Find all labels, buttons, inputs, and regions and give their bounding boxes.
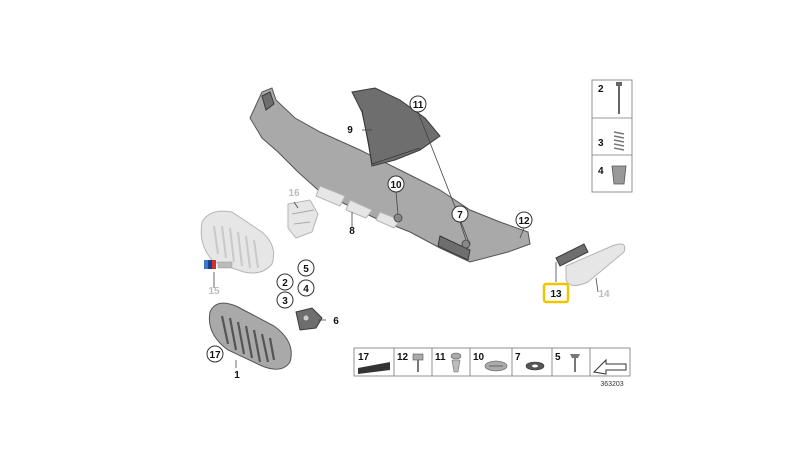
washer-icon <box>525 361 545 371</box>
svg-text:7: 7 <box>457 210 463 221</box>
callout-13-highlight: 13 <box>542 282 570 304</box>
svg-text:12: 12 <box>518 216 530 227</box>
callout-12: 12 <box>515 211 533 229</box>
callout-5: 5 <box>297 259 315 277</box>
svg-text:2: 2 <box>598 84 604 95</box>
seal-strip <box>555 243 589 267</box>
callout-7: 7 <box>451 205 469 223</box>
callout-3: 3 <box>276 291 294 309</box>
callout-8: 8 <box>349 226 355 237</box>
svg-text:3: 3 <box>282 296 288 307</box>
svg-text:12: 12 <box>397 352 409 363</box>
strip-icon <box>358 362 390 374</box>
expanding-rivet-icon <box>450 352 462 373</box>
callout-17: 17 <box>206 345 224 363</box>
leader-lines <box>213 111 599 368</box>
side-legend: 2 3 4 <box>591 79 633 193</box>
callout-15: 15 <box>208 286 220 297</box>
svg-text:10: 10 <box>473 352 485 363</box>
m-badge <box>204 260 233 269</box>
clip-icon <box>412 353 424 372</box>
cowl-cover <box>351 87 441 167</box>
svg-text:10: 10 <box>390 180 402 191</box>
svg-text:3: 3 <box>598 138 604 149</box>
bolt-icon <box>616 82 622 114</box>
svg-text:11: 11 <box>435 352 446 363</box>
kidney-grille <box>208 302 292 370</box>
side-cover-14 <box>565 243 626 286</box>
bottom-legend: 17 12 11 10 7 5 <box>353 347 631 377</box>
svg-text:11: 11 <box>413 100 424 111</box>
svg-text:5: 5 <box>555 352 561 363</box>
bracket-16 <box>287 199 319 239</box>
svg-text:2: 2 <box>282 278 288 289</box>
svg-text:13: 13 <box>550 289 562 300</box>
callout-6: 6 <box>333 316 339 327</box>
bracket-6 <box>295 307 323 331</box>
direction-arrow-icon <box>592 358 627 375</box>
screw-icon <box>570 354 580 372</box>
callout-4: 4 <box>297 279 315 297</box>
svg-text:17: 17 <box>358 352 370 363</box>
callout-9: 9 <box>347 125 353 136</box>
callout-2: 2 <box>276 273 294 291</box>
callout-16: 16 <box>288 188 300 199</box>
svg-text:17: 17 <box>209 350 221 361</box>
callout-10: 10 <box>387 175 405 193</box>
diagram-number: 363203 <box>600 381 623 388</box>
callout-1: 1 <box>234 370 240 381</box>
kidney-grille-frame <box>200 210 275 274</box>
spring-icon <box>613 131 625 151</box>
svg-text:7: 7 <box>515 352 521 363</box>
svg-text:4: 4 <box>303 284 309 295</box>
callout-14: 14 <box>598 289 610 300</box>
grommet-icon <box>484 360 508 372</box>
svg-text:4: 4 <box>598 166 604 177</box>
svg-text:5: 5 <box>303 264 309 275</box>
callout-11: 11 <box>409 95 427 113</box>
nut-icon <box>611 165 627 185</box>
